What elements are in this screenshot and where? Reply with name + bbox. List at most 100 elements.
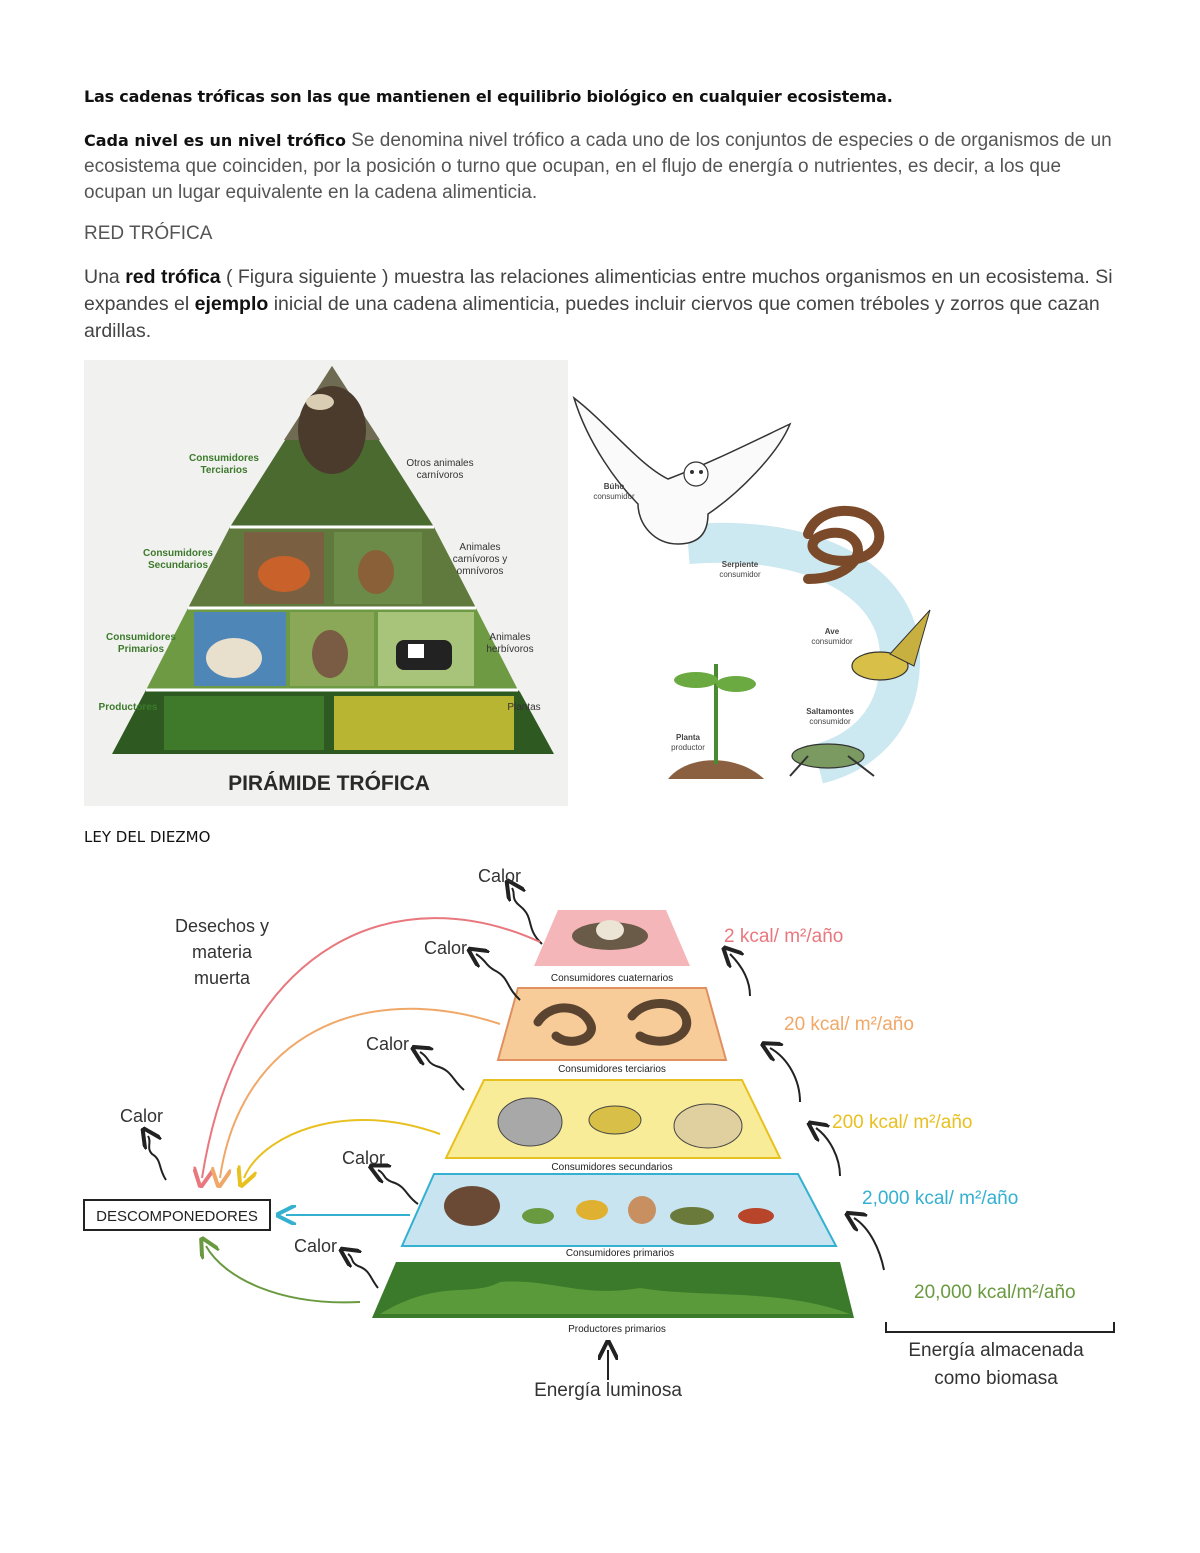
label-productores: Productores primarios — [568, 1324, 666, 1335]
intro-paragraph: Las cadenas tróficas son las que mantien… — [84, 87, 893, 106]
label-primarios-2: Primarios — [118, 644, 165, 655]
calor-arrow-5 — [348, 1254, 379, 1289]
desechos-label-2: materia — [192, 942, 253, 962]
label-ave-role: consumidor — [811, 637, 853, 646]
return-arrow-secundarios — [244, 1119, 441, 1178]
calor-label-4: Calor — [342, 1148, 385, 1168]
sheep-icon — [206, 638, 262, 678]
piramide-title: PIRÁMIDE TRÓFICA — [228, 771, 430, 795]
label-saltamontes: Saltamontes — [806, 707, 854, 716]
fox-icon — [258, 556, 310, 592]
level-primarios — [400, 1173, 838, 1247]
energy-label-3: 200 kcal/ m²/año — [832, 1112, 972, 1133]
calor-arrow-6 — [148, 1136, 167, 1181]
desechos-label-1: Desechos y — [175, 916, 269, 936]
secondary-tier — [188, 527, 476, 608]
label-herbivoros-1: Animales — [489, 632, 530, 643]
descomponedores-label: DESCOMPONEDORES — [96, 1208, 258, 1225]
rabbit-icon — [312, 630, 348, 678]
label-terciarios-1: Consumidores — [189, 453, 259, 464]
eagle-icon — [572, 920, 648, 950]
label-plantas: Plantas — [507, 702, 540, 713]
grasshopper-icon — [789, 743, 875, 777]
label-buho: Búho — [604, 482, 625, 491]
label-serpiente-role: consumidor — [719, 570, 761, 579]
ley-diezmo-heading: LEY DEL DIEZMO — [84, 828, 211, 846]
calor-label-3: Calor — [366, 1034, 409, 1054]
label-cuaternarios: Consumidores cuaternarios — [551, 973, 673, 984]
owl-icon — [572, 395, 792, 545]
calor-label-6: Calor — [120, 1106, 163, 1126]
grass-hills — [380, 1281, 850, 1314]
label-otros-1: Otros animales — [406, 458, 473, 469]
fern-field — [164, 696, 324, 750]
cow-spot — [408, 644, 424, 658]
label-primarios: Consumidores primarios — [566, 1248, 674, 1259]
label-secundarios-2: Secundarios — [148, 560, 208, 571]
label-productores: Productores — [99, 702, 158, 713]
biomasa-label-2: como biomasa — [934, 1368, 1058, 1389]
energy-arrow-3 — [816, 1128, 841, 1177]
calor-label-1: Calor — [478, 866, 521, 886]
definition-paragraph: Cada nivel es un nivel trófico Se denomi… — [84, 128, 1124, 206]
return-arrow-productores — [206, 1246, 361, 1304]
red-text-2: ( Figura siguiente ) muestra las relacio… — [84, 266, 1113, 315]
label-serpiente: Serpiente — [722, 560, 759, 569]
label-primarios-1: Consumidores — [106, 632, 176, 643]
calor-arrow-3 — [420, 1052, 465, 1091]
label-secundarios-1: Consumidores — [143, 548, 213, 559]
label-secundarios: Consumidores secundarios — [551, 1162, 672, 1173]
plant-icon — [668, 664, 764, 779]
label-planta: Planta — [676, 733, 701, 742]
energia-luminosa-label: Energía luminosa — [534, 1380, 682, 1401]
energy-arrow-2 — [770, 1048, 801, 1103]
energy-label-4: 2,000 kcal/ m²/año — [862, 1188, 1018, 1209]
red-trofica-paragraph: Una red trófica ( Figura siguiente ) mue… — [84, 264, 1124, 345]
ejemplo-bold-term: ejemplo — [194, 293, 269, 315]
red-trofica-heading: RED TRÓFICA — [84, 223, 213, 244]
desechos-label-3: muerta — [194, 968, 251, 988]
return-arrow-cuaternarios — [202, 917, 541, 1178]
biomasa-bracket — [885, 1322, 1115, 1333]
level-terciarios — [496, 987, 728, 1061]
bird-icon — [851, 609, 931, 681]
definition-lead: Cada nivel es un nivel trófico — [84, 131, 346, 150]
label-planta-role: productor — [671, 743, 705, 752]
label-buho-role: consumidor — [593, 492, 635, 501]
label-terciarios: Consumidores terciarios — [558, 1064, 666, 1075]
label-terciarios-2: Terciarios — [200, 465, 247, 476]
calor-arrow-1 — [512, 888, 543, 945]
red-bold-term: red trófica — [125, 266, 221, 288]
energy-label-5: 20,000 kcal/m²/año — [914, 1282, 1076, 1303]
hawk-icon — [358, 550, 394, 594]
vulture-head — [306, 394, 334, 410]
descomponedores-box — [83, 1199, 271, 1231]
energy-arrow-1 — [730, 954, 751, 997]
snake-icon — [803, 505, 885, 584]
mouse-insects-icons — [444, 1186, 774, 1226]
label-ave: Ave — [825, 627, 840, 636]
flow-arc — [686, 522, 921, 784]
energy-arrow-4 — [854, 1218, 885, 1271]
label-herbivoros-2: herbívoros — [486, 644, 533, 655]
piramide-trofica-figure: Consumidores Terciarios Consumidores Sec… — [84, 360, 568, 806]
flower-field — [334, 696, 514, 750]
energy-label-1: 2 kcal/ m²/año — [724, 926, 843, 947]
snakes-icon — [533, 999, 692, 1046]
definition-body: Se denomina nivel trófico a cada uno de … — [84, 130, 1112, 203]
return-arrow-terciarios — [220, 1007, 501, 1178]
energy-label-2: 20 kcal/ m²/año — [784, 1014, 914, 1035]
label-carnivoros-1: Animales — [459, 542, 500, 553]
red-text-3: inicial de una cadena alimenticia, puede… — [84, 293, 1100, 342]
calor-arrow-4 — [378, 1170, 419, 1205]
label-saltamontes-role: consumidor — [809, 717, 851, 726]
label-carnivoros-3: omnívoros — [457, 566, 504, 577]
label-otros-2: carnívoros — [417, 470, 464, 481]
rat-bird-toad-icons — [497, 1097, 743, 1149]
calor-label-5: Calor — [294, 1236, 337, 1256]
cadena-alimenticia-figure: Búho consumidor Serpiente consumidor Ave… — [572, 395, 931, 784]
calor-arrow-2 — [476, 954, 521, 1001]
biomasa-label-1: Energía almacenada — [908, 1340, 1084, 1361]
label-carnivoros-2: carnívoros y — [453, 554, 507, 565]
red-text-1: Una — [84, 266, 126, 288]
